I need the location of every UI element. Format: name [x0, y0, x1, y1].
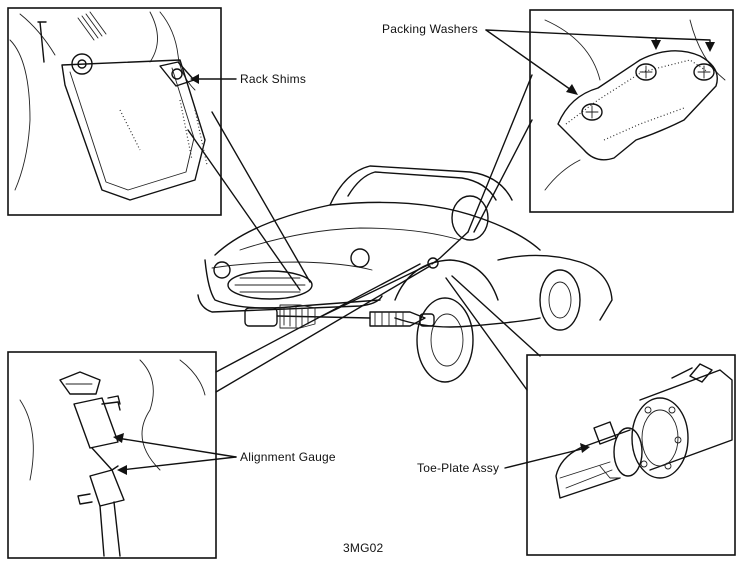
inset-rack-shims: [7, 7, 222, 216]
car-illustration: [197, 165, 613, 383]
inset-alignment-gauge: [7, 351, 217, 559]
leader-lines: [113, 29, 715, 475]
toe-plate-assy-label: Toe-Plate Assy: [417, 461, 500, 475]
figure-code: 3MG02: [343, 541, 384, 555]
packing-washers-label: Packing Washers: [382, 22, 478, 36]
inset-packing-washers: [529, 9, 734, 213]
rack-shims-label: Rack Shims: [240, 72, 307, 86]
alignment-gauge-label: Alignment Gauge: [240, 450, 336, 464]
inset-toe-plate: [526, 354, 736, 556]
